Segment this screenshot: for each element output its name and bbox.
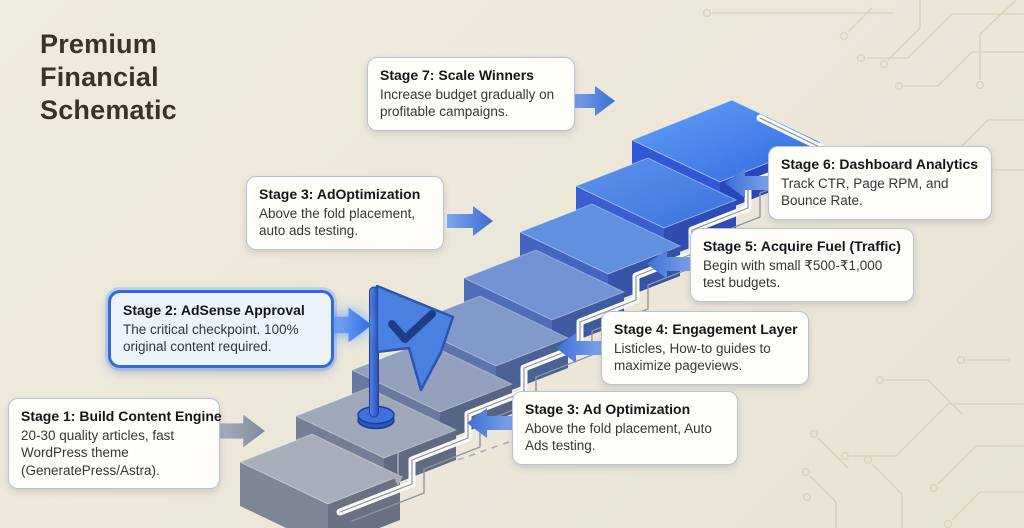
stage-1-heading: Stage 1: Build Content Engine xyxy=(21,408,222,424)
stage-5-arrow-icon xyxy=(647,249,693,279)
stage-3-upper-arrow-icon xyxy=(447,206,493,236)
stage-5-callout: Stage 5: Acquire Fuel (Traffic) Begin wi… xyxy=(690,228,914,302)
stage-6-heading: Stage 6: Dashboard Analytics xyxy=(781,156,979,172)
flag-checkmark-icon xyxy=(388,310,436,343)
stage-6-description: Track CTR, Page RPM, and Bounce Rate. xyxy=(781,176,949,209)
stage-3-upper-description: Above the fold placement, auto ads testi… xyxy=(259,206,416,239)
stage-1-description: 20-30 quality articles, fast WordPress t… xyxy=(21,428,175,478)
flag-icon xyxy=(357,284,455,430)
stage-6-arrow-icon xyxy=(725,168,771,198)
stage-7-description: Increase budget gradually on profitable … xyxy=(380,87,555,120)
stage-5-heading: Stage 5: Acquire Fuel (Traffic) xyxy=(703,238,901,254)
stage-2-callout: Stage 2: AdSense Approval The critical c… xyxy=(108,290,334,368)
stage-2-description: The critical checkpoint. 100% original c… xyxy=(123,322,299,355)
stage-7-callout: Stage 7: Scale Winners Increase budget g… xyxy=(367,57,575,131)
stage-4-heading: Stage 4: Engagement Layer xyxy=(614,321,798,337)
stage-1-callout: Stage 1: Build Content Engine 20-30 qual… xyxy=(8,398,222,489)
stage-3-lower-callout: Stage 3: Ad Optimization Above the fold … xyxy=(512,391,738,465)
stage-3-lower-heading: Stage 3: Ad Optimization xyxy=(525,401,691,417)
stage-3-upper-callout: Stage 3: AdOptimization Above the fold p… xyxy=(246,176,444,250)
stage-3-lower-arrow-icon xyxy=(467,408,513,438)
stage-2-arrow-icon xyxy=(318,307,372,343)
page-title: Premium Financial Schematic xyxy=(40,29,177,126)
stage-4-description: Listicles, How-to guides to maximize pag… xyxy=(614,341,771,374)
stage-1-arrow-icon xyxy=(215,414,265,448)
stage-4-callout: Stage 4: Engagement Layer Listicles, How… xyxy=(601,311,809,385)
stage-3-lower-description: Above the fold placement, Auto Ads testi… xyxy=(525,421,712,454)
stage-6-callout: Stage 6: Dashboard Analytics Track CTR, … xyxy=(768,146,992,220)
stage-7-heading: Stage 7: Scale Winners xyxy=(380,67,534,83)
stage-7-arrow-icon xyxy=(569,86,615,116)
step-1 xyxy=(238,433,402,528)
stage-2-heading: Stage 2: AdSense Approval xyxy=(123,302,305,318)
stage-5-description: Begin with small ₹500-₹1,000 test budget… xyxy=(703,258,883,291)
stage-3-upper-heading: Stage 3: AdOptimization xyxy=(259,186,421,202)
stage-4-arrow-icon xyxy=(556,333,602,363)
